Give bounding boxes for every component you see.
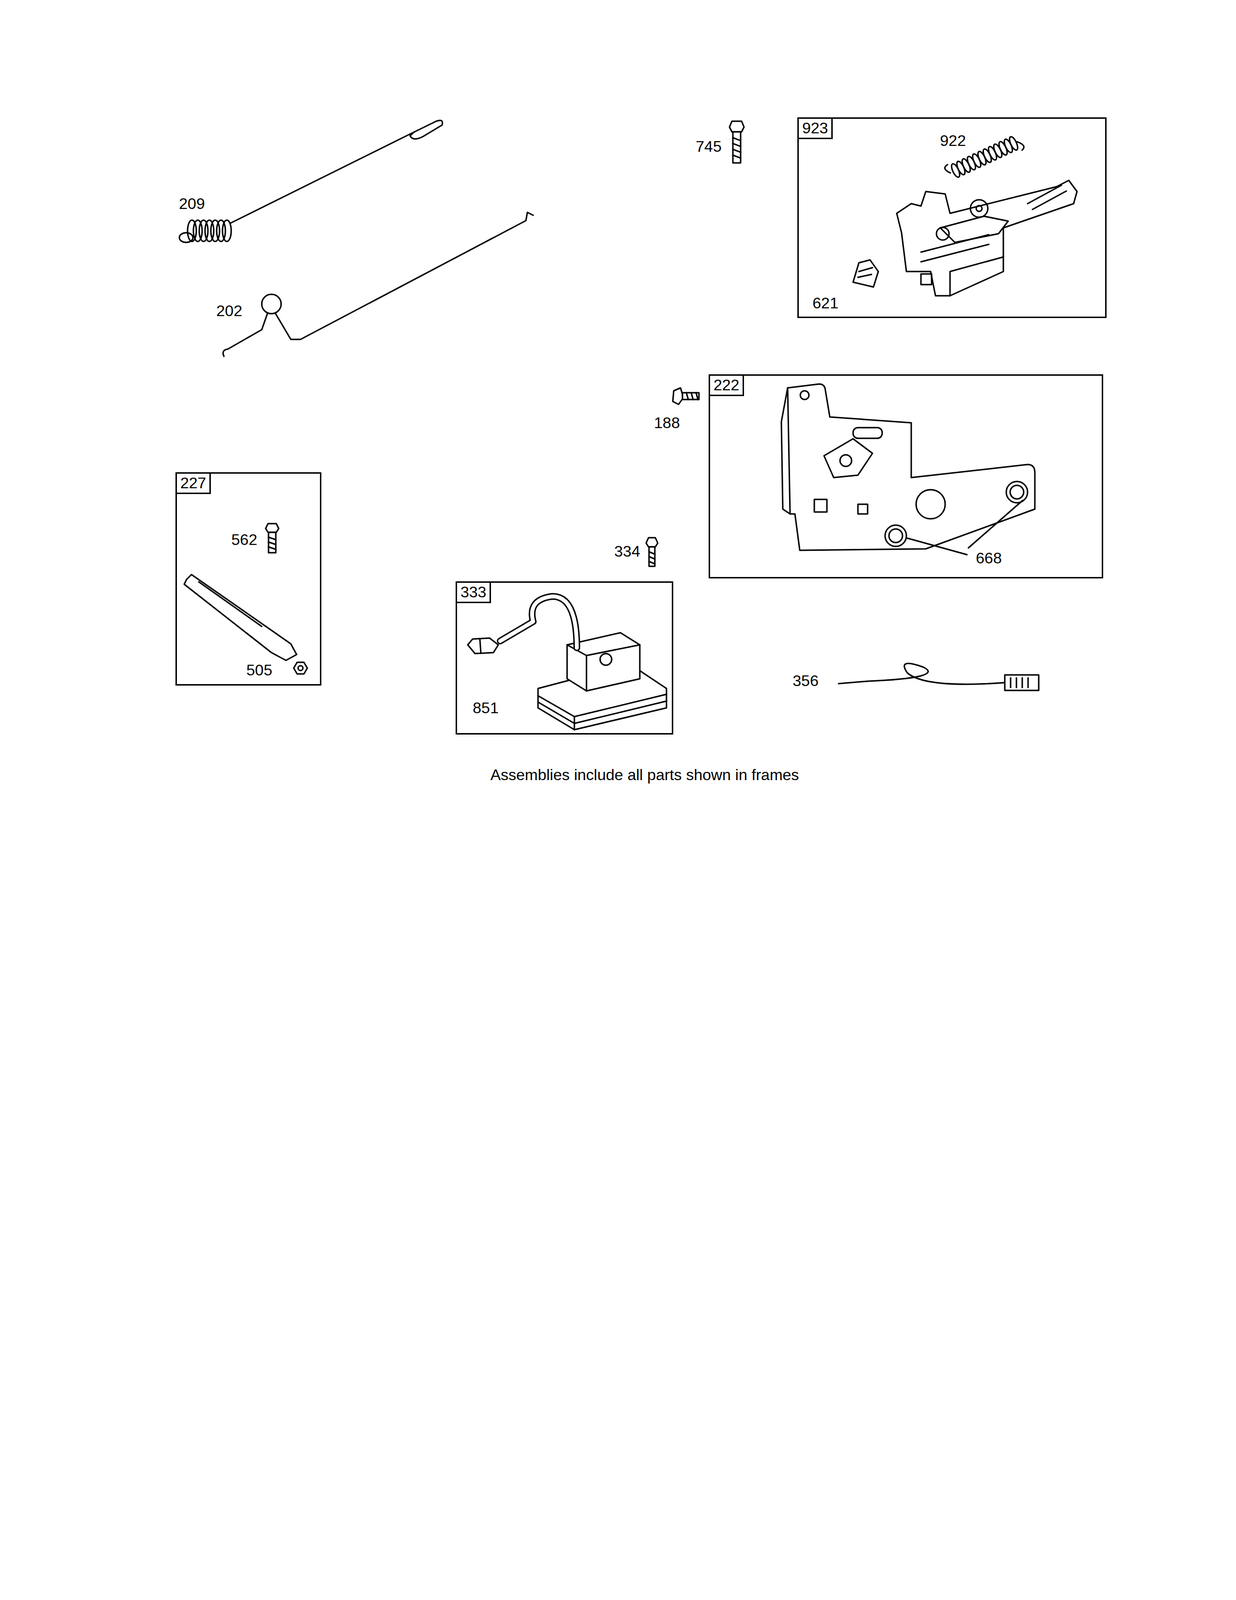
part-drawing — [293, 662, 308, 674]
part-drawing — [538, 694, 667, 730]
assembly-number: 222 — [708, 374, 745, 397]
assembly-frame: 923 922 621 — [797, 117, 1107, 318]
part-drawing — [824, 438, 873, 478]
part-drawing — [970, 199, 988, 218]
bolt — [729, 121, 745, 163]
part-drawing — [600, 653, 612, 666]
part-drawing — [950, 256, 1004, 296]
part-drawing — [649, 551, 655, 564]
callout-number: 621 — [812, 294, 839, 312]
part-drawing — [943, 164, 951, 175]
part-drawing — [649, 546, 655, 567]
control-bracket — [896, 180, 1078, 296]
part-drawing — [936, 227, 950, 240]
callout-number: 334 — [614, 542, 640, 560]
part-drawing — [885, 524, 907, 547]
part-drawing — [920, 273, 932, 285]
part-drawing — [479, 638, 481, 653]
assembly-frame: 333 851 — [455, 581, 674, 735]
part-drawing — [1004, 674, 1039, 691]
part-drawing — [467, 637, 499, 654]
part-drawing — [857, 267, 873, 278]
part-drawing — [838, 663, 1005, 684]
part-drawing — [184, 574, 297, 661]
assembly-number: 227 — [175, 472, 211, 494]
part-drawing — [888, 528, 903, 543]
part-drawing — [265, 523, 279, 533]
part-drawing — [500, 596, 577, 648]
ignition-coil — [467, 596, 667, 730]
brake-lever — [184, 523, 308, 674]
callout-number: 745 — [695, 138, 722, 156]
part-drawing — [179, 120, 1078, 730]
callout-number: 922 — [939, 132, 966, 150]
screw — [672, 387, 699, 405]
part-drawing — [787, 383, 1035, 551]
callout-number: 356 — [792, 672, 819, 690]
part-drawing — [1010, 677, 1029, 688]
part-drawing — [729, 121, 745, 132]
part-drawing — [976, 205, 983, 212]
part-drawing — [800, 390, 809, 400]
part-drawing — [968, 500, 1023, 548]
part-drawing — [230, 131, 415, 223]
part-drawing — [920, 234, 989, 262]
caption: Assemblies include all parts shown in fr… — [490, 766, 800, 784]
assembly-frame: 227 562 505 — [175, 472, 322, 686]
part-drawing — [1007, 135, 1020, 152]
part-drawing — [567, 644, 640, 691]
part-drawing — [261, 294, 282, 314]
part-drawing — [732, 131, 741, 163]
part-drawing — [853, 427, 883, 439]
clip — [853, 259, 879, 287]
part-drawing — [646, 537, 658, 547]
ground-wire — [838, 663, 1039, 691]
part-drawing — [1016, 140, 1025, 151]
part-drawing — [198, 581, 262, 627]
part-drawing — [916, 489, 946, 519]
callout-number: 668 — [975, 549, 1002, 567]
part-drawing — [732, 137, 741, 159]
part-drawing — [1027, 185, 1067, 210]
part-drawing — [222, 220, 232, 242]
bolt — [646, 537, 658, 567]
part-drawing — [410, 120, 443, 139]
governor-link — [222, 212, 534, 357]
part-drawing — [1010, 485, 1024, 499]
part-drawing — [268, 537, 276, 550]
part-drawing — [500, 596, 577, 648]
part-drawing — [275, 212, 534, 340]
part-drawing — [853, 259, 879, 287]
part-drawing — [814, 499, 827, 512]
part-drawing — [839, 454, 852, 467]
part-drawing — [686, 392, 698, 400]
part-drawing — [682, 392, 699, 400]
callout-number: 202 — [216, 302, 242, 320]
assembly-number: 333 — [455, 581, 492, 603]
assembly-number: 923 — [797, 117, 833, 140]
callout-number: 505 — [246, 661, 272, 679]
governor-bracket — [781, 383, 1035, 555]
part-drawing — [268, 532, 276, 553]
part-drawing — [781, 387, 791, 514]
callout-number: 562 — [231, 531, 257, 549]
callout-number: 851 — [472, 699, 499, 717]
extension-spring — [179, 120, 443, 243]
part-drawing — [298, 665, 303, 671]
part-drawing — [857, 504, 868, 514]
part-drawing — [1006, 481, 1028, 503]
part-drawing — [907, 538, 967, 555]
callout-number: 188 — [653, 414, 680, 432]
assembly-frame: 222 668 — [708, 374, 1104, 579]
part-drawing — [896, 180, 1078, 296]
callout-number: 209 — [178, 195, 205, 213]
